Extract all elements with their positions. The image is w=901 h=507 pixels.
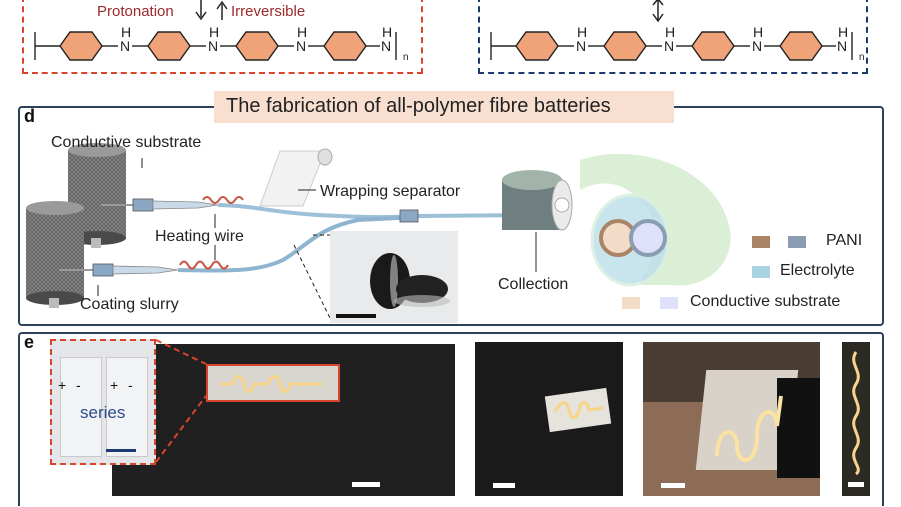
h-label: H [753, 24, 764, 40]
polymer-chain-left [34, 31, 397, 61]
reaction-arrows [195, 0, 664, 23]
n-label: N [752, 38, 763, 54]
n-label: N [381, 38, 392, 54]
protonation-label: Protonation [97, 3, 174, 20]
deprotonation-box [478, 0, 868, 74]
spool-photo [330, 231, 458, 323]
spool-photo-art [370, 253, 450, 309]
n-label: N [120, 38, 131, 54]
glowing-fibre [220, 375, 322, 393]
legend-pani: PANI [826, 232, 863, 249]
h-label: H [297, 24, 308, 40]
legend-swatch-pani-2 [788, 236, 806, 248]
minus-sign: - [76, 377, 81, 393]
inset-connectors [155, 339, 207, 463]
coating-syringe-upper [132, 198, 219, 212]
panel-e-letter: e [24, 332, 35, 352]
n-label: N [296, 38, 307, 54]
legend-swatch-substrate-1 [622, 297, 640, 309]
inset-scale-bar [106, 449, 136, 452]
subscript-n: n [403, 52, 409, 63]
n-label: N [664, 38, 675, 54]
glowing-fibre [553, 401, 604, 419]
panel-d-title-bg [214, 91, 674, 123]
scale-bar [848, 482, 864, 487]
n-label: N [208, 38, 219, 54]
n-label: N [837, 38, 848, 54]
glowing-fibre [715, 395, 783, 462]
legend-swatch-pani-1 [752, 236, 770, 248]
coating-syringe-lower [92, 263, 179, 277]
scale-bar [493, 483, 515, 488]
h-label: H [209, 24, 220, 40]
wrapping-separator-label: Wrapping separator [320, 183, 461, 200]
forearm-photo [475, 342, 623, 496]
fibre-strip-photo [842, 342, 870, 496]
fibre-cross-section [580, 153, 731, 287]
scale-bar [336, 314, 376, 318]
legend-electrolyte: Electrolyte [780, 262, 855, 279]
separator-roll [259, 148, 333, 207]
legend-swatch-electrolyte [752, 266, 770, 278]
heating-wire-label: Heating wire [155, 228, 244, 245]
fabrication-illustration [26, 143, 573, 319]
h-label: H [382, 24, 393, 40]
collection-drum [502, 170, 573, 231]
conductive-substrate-label: Conductive substrate [51, 134, 202, 151]
panel-d-title: The fabrication of all-polymer fibre bat… [226, 95, 611, 117]
h-label: H [577, 24, 588, 40]
h-label: H [838, 24, 849, 40]
wrist-photo [643, 342, 820, 496]
panel-d-letter: d [24, 106, 35, 126]
h-label: H [121, 24, 132, 40]
battery-pouch-right [106, 357, 148, 457]
wrist-dark-band [777, 378, 820, 478]
glowing-fibre [852, 351, 860, 476]
legend-conductive-substrate: Conductive substrate [690, 293, 841, 310]
chest-photo [112, 344, 455, 496]
plus-sign: + [110, 377, 119, 393]
subscript-n: n [859, 52, 865, 63]
scale-bar [352, 482, 380, 487]
protonation-box [22, 0, 423, 74]
plus-sign: + [58, 377, 67, 393]
panel-e-frame [18, 332, 884, 506]
series-label: series [80, 403, 126, 422]
h-label: H [665, 24, 676, 40]
n-label: N [576, 38, 587, 54]
collection-label: Collection [498, 276, 569, 293]
series-inset: + - + - series [50, 339, 156, 465]
irreversible-label: Irreversible [231, 3, 306, 20]
legend-swatch-substrate-2 [660, 297, 678, 309]
scale-bar [661, 483, 685, 488]
polymer-chain-right [490, 31, 853, 61]
substrate-spool-lower [26, 201, 84, 308]
minus-sign: - [128, 377, 133, 393]
battery-pouch-left [60, 357, 102, 457]
coating-slurry-label: Coating slurry [80, 296, 179, 313]
